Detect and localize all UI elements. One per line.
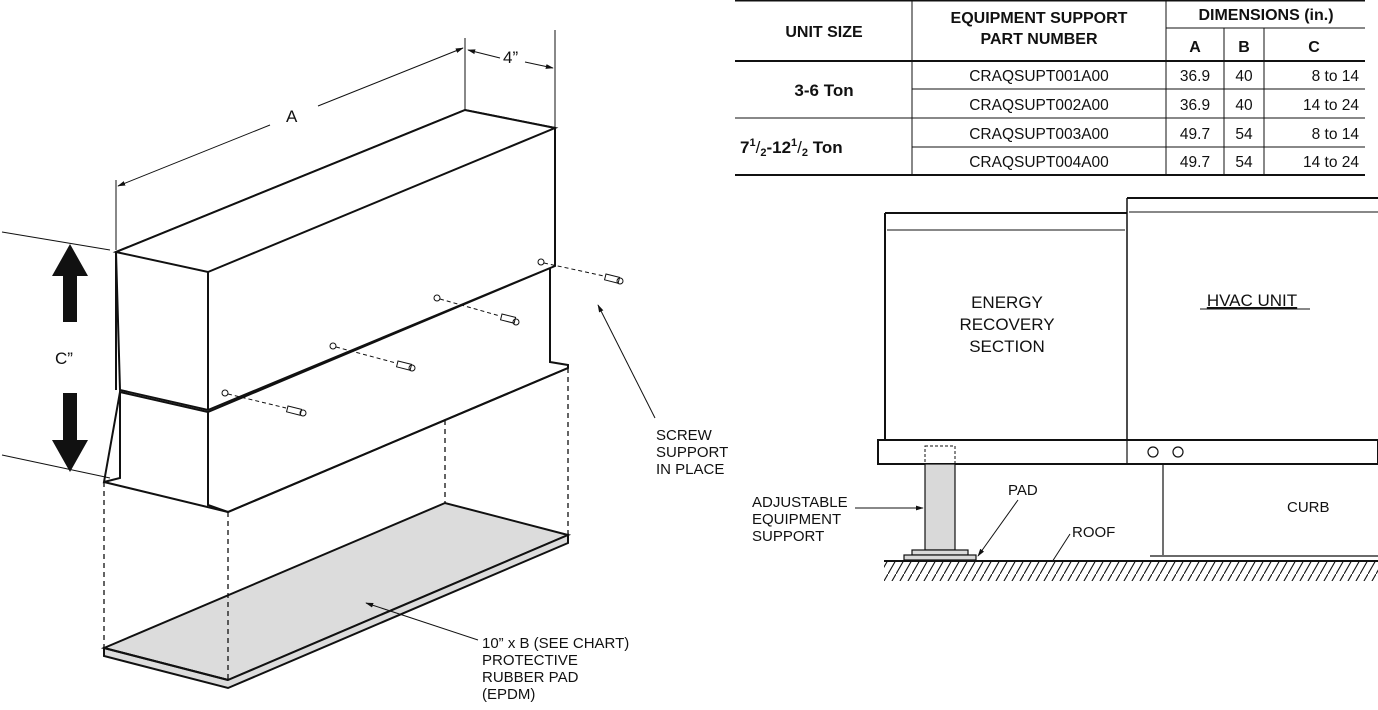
header-a: A — [1189, 39, 1201, 56]
svg-text:14 to 24: 14 to 24 — [1303, 154, 1359, 171]
roof — [884, 560, 1378, 581]
installation-side-view: ENERGY RECOVERY SECTION HVAC UNIT CURB — [752, 197, 1378, 581]
svg-text:8 to 14: 8 to 14 — [1312, 126, 1360, 143]
base-rail — [877, 439, 1378, 465]
screw-note: SCREW SUPPORT IN PLACE — [597, 304, 728, 478]
svg-text:(EPDM): (EPDM) — [482, 686, 535, 703]
erv-section — [884, 197, 1378, 440]
dim-a-label: A — [286, 107, 298, 126]
svg-text:ADJUSTABLE: ADJUSTABLE — [752, 494, 848, 511]
inner-support — [102, 266, 569, 514]
dimension-4in: 4” — [467, 30, 556, 128]
svg-text:8 to 14: 8 to 14 — [1312, 68, 1360, 85]
svg-text:36.9: 36.9 — [1180, 68, 1210, 85]
table-row: CRAQSUPT002A00 36.9 40 14 to 24 — [969, 97, 1359, 114]
header-dimensions: DIMENSIONS (in.) — [1198, 7, 1333, 24]
screw-1 — [221, 389, 307, 417]
dim-4-label: 4” — [503, 48, 518, 67]
dimension-a: A — [115, 38, 466, 250]
screw-3 — [433, 294, 520, 326]
svg-text:54: 54 — [1235, 154, 1253, 171]
svg-text:EQUIPMENT: EQUIPMENT — [752, 511, 841, 528]
erv-label-3: SECTION — [969, 337, 1045, 356]
table-row: CRAQSUPT003A00 49.7 54 8 to 14 — [969, 126, 1359, 143]
svg-text:CRAQSUPT003A00: CRAQSUPT003A00 — [969, 126, 1109, 143]
screw-4 — [537, 258, 624, 285]
dashed-extension — [103, 368, 569, 680]
svg-text:RUBBER PAD: RUBBER PAD — [482, 669, 579, 686]
svg-text:14 to 24: 14 to 24 — [1303, 97, 1359, 114]
adjustable-support-note: ADJUSTABLE EQUIPMENT SUPPORT — [752, 494, 924, 545]
unit-size-2: 71/2-121/2 Ton — [740, 137, 843, 159]
svg-text:SUPPORT: SUPPORT — [752, 528, 824, 545]
bolt-hole-icon — [1172, 446, 1184, 458]
equipment-support-isometric: A 4” — [1, 30, 728, 703]
unit-size-1: 3-6 Ton — [794, 81, 853, 100]
curb-label: CURB — [1287, 499, 1330, 516]
hvac-unit-label: HVAC UNIT — [1207, 291, 1297, 310]
svg-text:PROTECTIVE: PROTECTIVE — [482, 652, 578, 669]
svg-text:SUPPORT: SUPPORT — [656, 444, 728, 461]
outer-support — [112, 108, 559, 412]
screw-2 — [329, 342, 416, 372]
roof-note: ROOF — [1051, 524, 1115, 563]
svg-text:PAD: PAD — [1008, 482, 1038, 499]
erv-label-2: RECOVERY — [959, 315, 1054, 334]
svg-text:CRAQSUPT001A00: CRAQSUPT001A00 — [969, 68, 1109, 85]
header-part-number-2: PART NUMBER — [980, 31, 1097, 48]
dimensions-table: UNIT SIZE EQUIPMENT SUPPORT PART NUMBER … — [735, 0, 1365, 176]
svg-text:ROOF: ROOF — [1072, 524, 1115, 541]
erv-label-1: ENERGY — [971, 293, 1043, 312]
header-unit-size: UNIT SIZE — [785, 24, 863, 41]
svg-text:49.7: 49.7 — [1180, 154, 1210, 171]
table-row: CRAQSUPT004A00 49.7 54 14 to 24 — [969, 154, 1359, 171]
dimension-c: C” — [1, 231, 111, 479]
pad-note-right: PAD — [977, 482, 1038, 557]
svg-text:40: 40 — [1235, 97, 1253, 114]
svg-text:CRAQSUPT004A00: CRAQSUPT004A00 — [969, 154, 1109, 171]
arrow-down-icon — [52, 393, 88, 472]
header-b: B — [1238, 39, 1250, 56]
svg-text:CRAQSUPT002A00: CRAQSUPT002A00 — [969, 97, 1109, 114]
svg-text:54: 54 — [1235, 126, 1253, 143]
header-part-number-1: EQUIPMENT SUPPORT — [951, 10, 1128, 27]
svg-text:IN PLACE: IN PLACE — [656, 461, 724, 478]
svg-text:10” x B (SEE CHART): 10” x B (SEE CHART) — [482, 635, 629, 652]
svg-text:36.9: 36.9 — [1180, 97, 1210, 114]
screws — [221, 258, 624, 417]
arrow-up-icon — [52, 244, 88, 322]
bolt-hole-icon — [1147, 446, 1159, 458]
table-row: CRAQSUPT001A00 36.9 40 8 to 14 — [969, 68, 1359, 85]
pad-note: 10” x B (SEE CHART) PROTECTIVE RUBBER PA… — [365, 602, 629, 703]
svg-text:40: 40 — [1235, 68, 1253, 85]
dim-c-label: C” — [55, 349, 73, 368]
adjustable-support — [903, 445, 977, 561]
curb — [1150, 464, 1378, 557]
svg-text:SCREW: SCREW — [656, 427, 713, 444]
header-c: C — [1308, 39, 1320, 56]
svg-text:49.7: 49.7 — [1180, 126, 1210, 143]
